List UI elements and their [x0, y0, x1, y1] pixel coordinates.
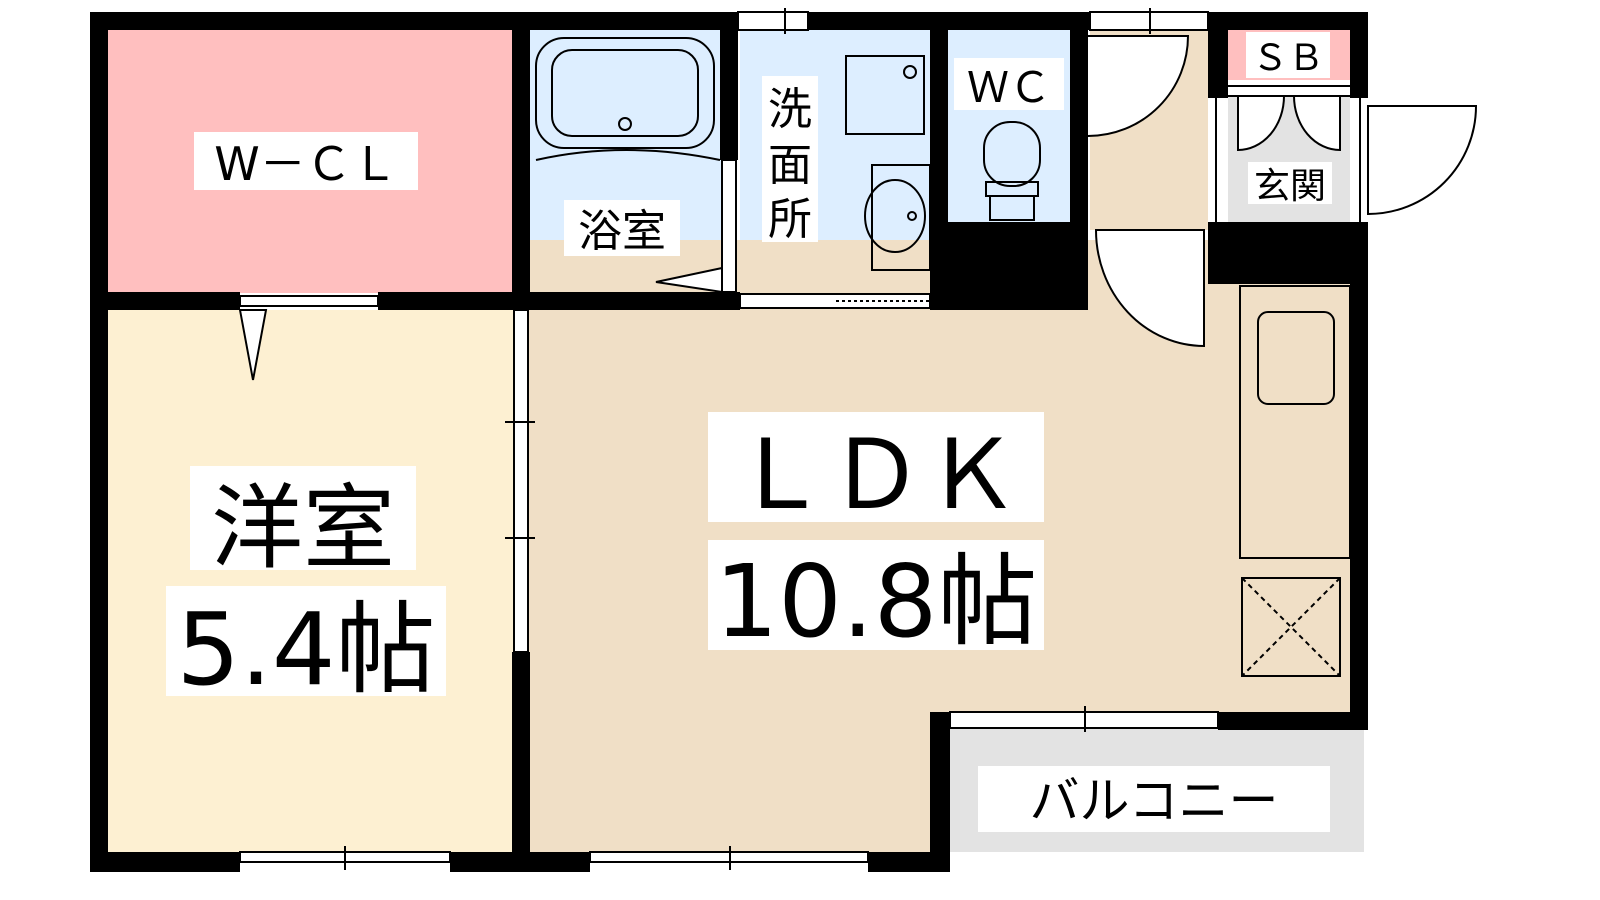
washroom-label-3: 所: [768, 194, 812, 245]
washroom-label-1: 洗: [768, 84, 812, 135]
balcony-label: バルコニー: [1030, 772, 1279, 830]
label-backgrounds: [166, 32, 1332, 832]
wcl-door: [239, 295, 379, 307]
bath-door: [721, 159, 737, 293]
bath-label: 浴室: [578, 206, 666, 257]
toilet-icon: [983, 121, 1041, 221]
washroom-door: [739, 293, 931, 309]
western-room-name: 洋室: [211, 475, 395, 582]
walls: [90, 12, 1368, 872]
fridge-space-icon: [1241, 577, 1341, 677]
bath-door-arrow: [655, 266, 723, 294]
washing-machine-icon: [845, 55, 925, 135]
window-ticks: [344, 8, 1151, 870]
western-room-size: 5.4帖: [176, 591, 435, 708]
wcl-door-arrow: [238, 309, 268, 381]
genkan-label: 玄関: [1254, 166, 1326, 207]
ldk-name: ＬＤＫ: [732, 419, 1020, 531]
ldk-size: 10.8帖: [715, 543, 1038, 660]
washroom-label-2: 面: [768, 140, 812, 191]
genkan-edges: [1215, 85, 1361, 222]
wcl-label: W－ＣＬ: [214, 137, 397, 191]
western-room: [108, 310, 513, 853]
wc-label: ＷＣ: [967, 63, 1051, 112]
bathtub-icon: [535, 37, 721, 161]
sb-label: ＳＢ: [1252, 38, 1324, 79]
door-swings: [1087, 35, 1478, 348]
kitchen-counter-icon: [1239, 285, 1351, 559]
wash-basin-icon: [864, 164, 931, 271]
